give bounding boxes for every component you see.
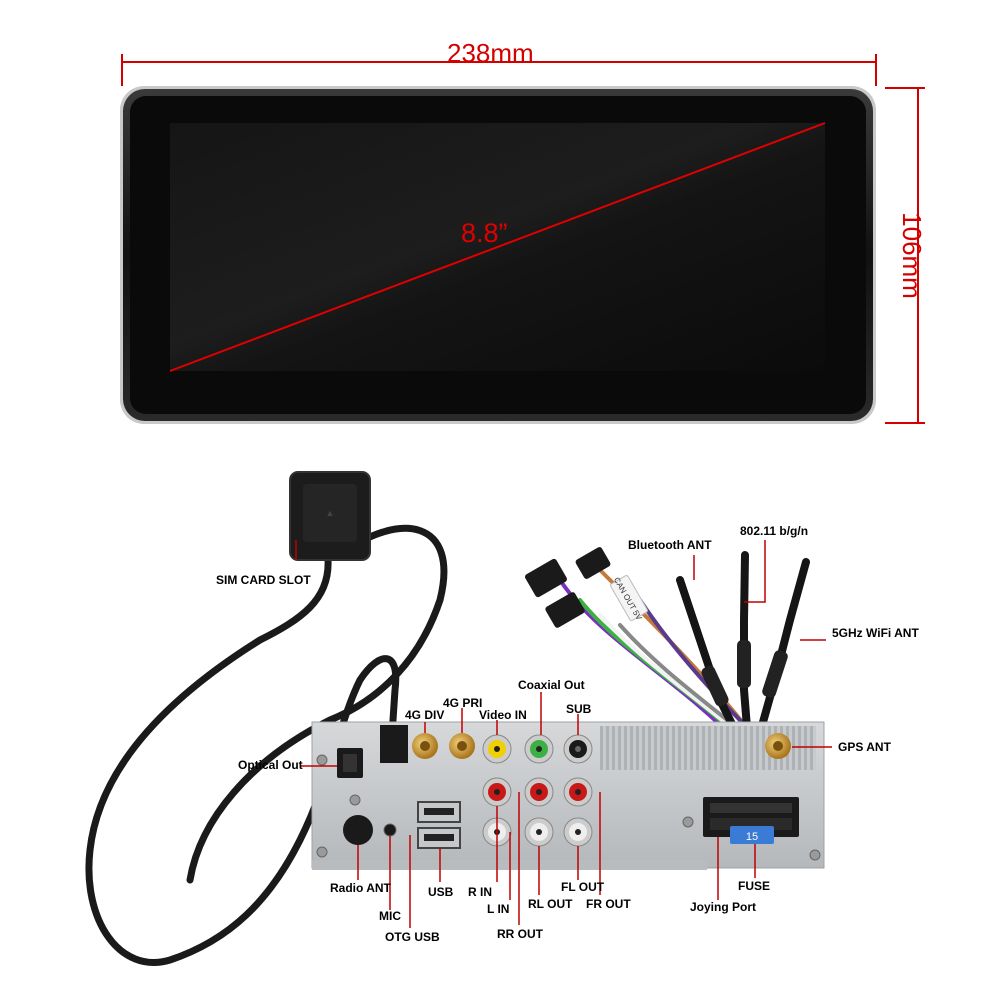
label-sim-card-slot: SIM CARD SLOT bbox=[216, 573, 311, 587]
rca-jacks bbox=[482, 734, 593, 847]
width-dimension bbox=[121, 54, 877, 86]
diagonal-line bbox=[169, 122, 826, 372]
callout-lines bbox=[295, 540, 832, 928]
gold-ports bbox=[412, 733, 791, 759]
sim-port-connector bbox=[380, 725, 408, 763]
antenna-sleeves bbox=[701, 640, 788, 707]
svg-text:▲: ▲ bbox=[326, 508, 335, 518]
label-4g-div: 4G DIV bbox=[405, 708, 445, 722]
label-otg-usb: OTG USB bbox=[385, 930, 440, 944]
label-wifi-24: 802.11 b/g/n bbox=[740, 524, 809, 538]
label-mic: MIC bbox=[379, 909, 401, 923]
label-fr-out: FR OUT bbox=[586, 897, 631, 911]
diagonal-label: 8.8” bbox=[461, 218, 508, 248]
sim-cable bbox=[85, 524, 448, 966]
width-label: 238mm bbox=[447, 38, 534, 68]
label-rl-out: RL OUT bbox=[528, 897, 573, 911]
label-joying-port: Joying Port bbox=[690, 900, 757, 914]
label-sub: SUB bbox=[566, 702, 592, 716]
label-rr-out: RR OUT bbox=[497, 927, 543, 941]
label-bluetooth-ant: Bluetooth ANT bbox=[628, 538, 712, 552]
height-dimension bbox=[885, 87, 925, 424]
label-usb: USB bbox=[428, 885, 454, 899]
sim-module: ▲ bbox=[289, 471, 371, 561]
screen-unit bbox=[120, 86, 876, 424]
label-l-in: L IN bbox=[487, 902, 510, 916]
label-radio-ant: Radio ANT bbox=[330, 881, 391, 895]
label-r-in: R IN bbox=[468, 885, 492, 899]
label-4g-pri: 4G PRI bbox=[443, 696, 483, 710]
usb-ports bbox=[417, 801, 461, 849]
label-video-in: Video IN bbox=[479, 708, 527, 722]
label-optical-out: Optical Out bbox=[238, 758, 303, 772]
label-coaxial-out: Coaxial Out bbox=[518, 678, 585, 692]
label-wifi-5: 5GHz WiFi ANT bbox=[832, 626, 919, 640]
mic-port bbox=[383, 823, 397, 837]
height-label: 106mm bbox=[896, 212, 927, 299]
small-connectors: CAN OUT 5V bbox=[525, 547, 648, 628]
label-fl-out: FL OUT bbox=[561, 880, 605, 894]
fuse: 15 bbox=[730, 826, 774, 844]
label-fuse: FUSE bbox=[738, 879, 771, 893]
radio-ant-port bbox=[343, 815, 373, 845]
label-gps-ant: GPS ANT bbox=[838, 740, 891, 754]
fuse-value: 15 bbox=[746, 831, 758, 843]
optical-out-port bbox=[337, 748, 363, 778]
